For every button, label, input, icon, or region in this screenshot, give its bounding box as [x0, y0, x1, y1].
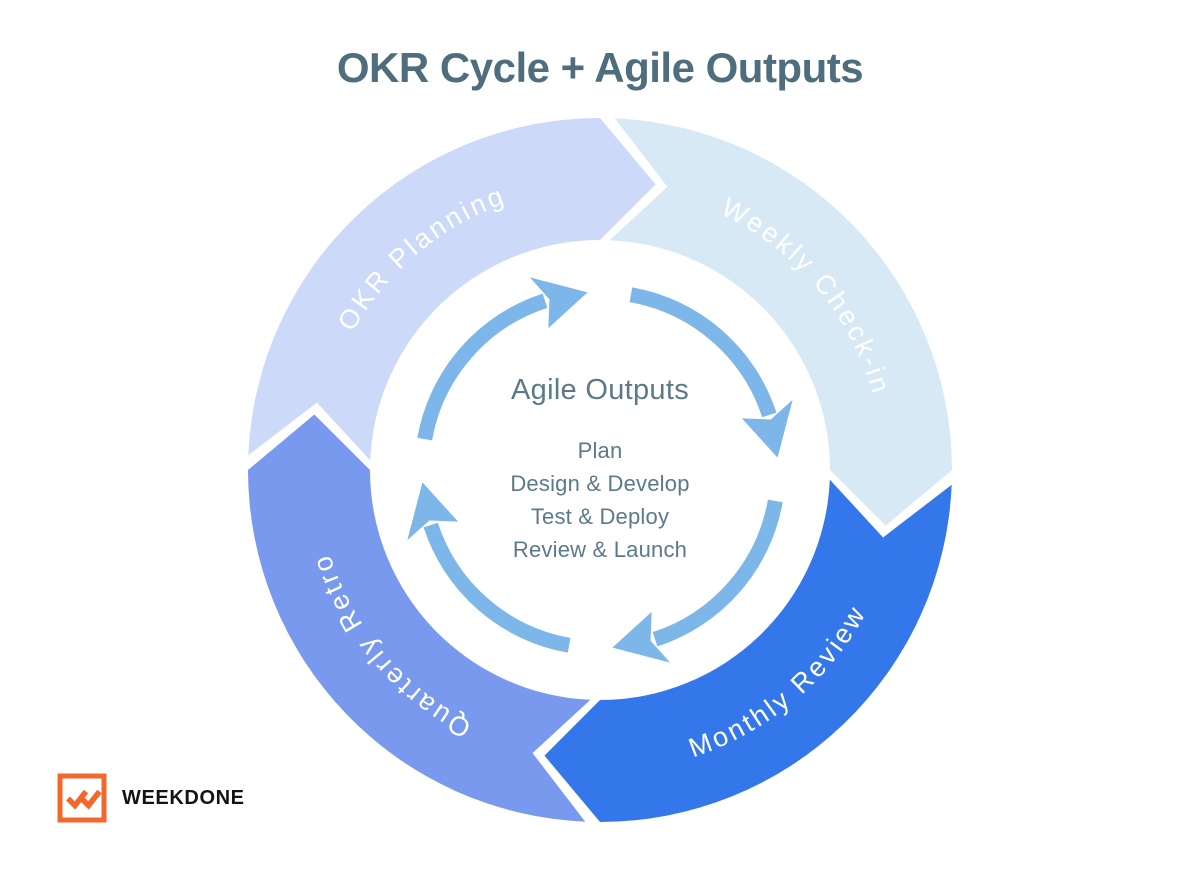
inner-cycle-item-test-deploy: Test & Deploy: [530, 504, 670, 529]
inner-cycle-item-review-launch: Review & Launch: [512, 537, 688, 562]
segment-weekly-check-in: [609, 118, 952, 526]
weekdone-logo: WEEKDONE: [57, 773, 245, 823]
segment-monthly-review: [544, 479, 952, 822]
cycle-arrow-arc-3: [423, 522, 571, 653]
page-title: OKR Cycle + Agile Outputs: [336, 44, 864, 91]
inner-cycle-item-design-develop: Design & Develop: [510, 471, 690, 496]
cycle-arrowhead-icon-3: [407, 482, 459, 541]
segment-quarterly-retro: [248, 414, 591, 822]
inner-cycle-item-plan: Plan: [577, 438, 623, 463]
cycle-arrow-arc-1: [629, 287, 777, 418]
cycle-arrowhead-icon-2: [612, 611, 671, 663]
inner-cycle-text: Agile Outputs Plan Design & Develop Test…: [400, 372, 800, 566]
cycle-arrow-arc-2: [652, 499, 783, 647]
cycle-arrowhead-icon-1: [741, 399, 793, 458]
double-checkmark-icon: [57, 773, 107, 823]
inner-cycle-heading: Agile Outputs: [511, 374, 689, 406]
segment-okr-planning: [248, 118, 656, 461]
weekdone-logo-text: WEEKDONE: [122, 786, 245, 809]
cycle-arrowhead-icon-0: [529, 277, 588, 329]
cycle-arrow-arc-0: [417, 293, 548, 441]
